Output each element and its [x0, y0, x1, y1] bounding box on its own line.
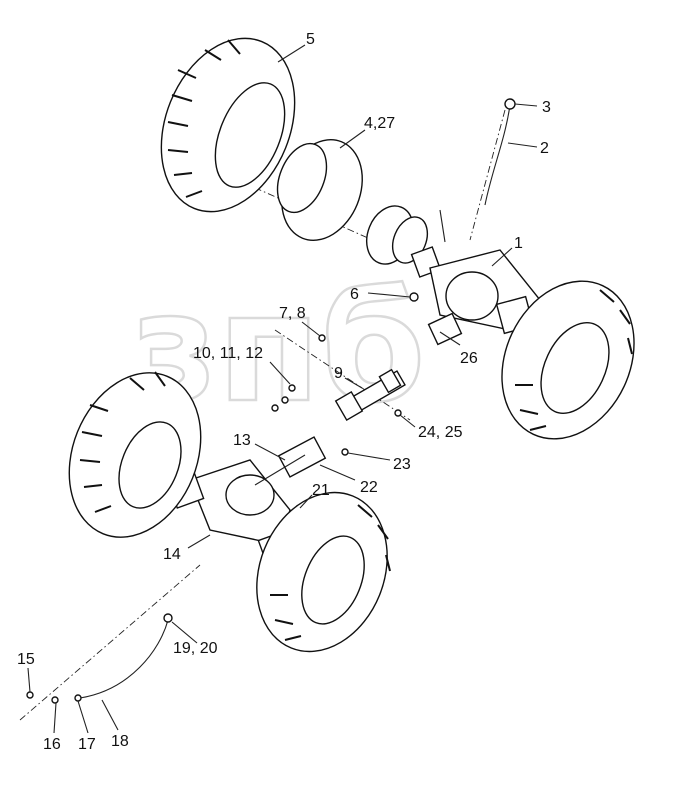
- rim-exploded: [276, 139, 363, 241]
- callout-10-11-12: 10, 11, 12: [193, 345, 263, 362]
- callout-17: 17: [78, 736, 96, 753]
- callout-6: 6: [350, 286, 359, 303]
- tire-top-exploded: [160, 37, 296, 213]
- tire-front-left: [68, 371, 202, 538]
- leader-lines: [27, 44, 538, 734]
- callout-9: 9: [334, 365, 343, 382]
- callout-14: 14: [163, 546, 181, 563]
- fitting-6: [409, 292, 419, 302]
- callout-2: 2: [540, 140, 549, 157]
- callout-3: 3: [542, 99, 551, 116]
- tire-front-right: [256, 491, 391, 653]
- callout-5: 5: [306, 31, 315, 48]
- callout-13: 13: [233, 432, 251, 449]
- callout-4-27: 4,27: [364, 115, 395, 132]
- callout-1: 1: [514, 235, 523, 252]
- callout-labels: 5 3 4,27 2 1 6 7, 8 10, 11, 12 26 9 24, …: [17, 31, 551, 753]
- callout-23: 23: [393, 456, 411, 473]
- callout-21: 21: [312, 482, 330, 499]
- fasteners: [271, 334, 402, 456]
- wheel-hub-assembly: [366, 205, 446, 278]
- callout-18: 18: [111, 733, 129, 750]
- brake-line-rear: [484, 98, 516, 206]
- tire-rear-right: [501, 280, 635, 440]
- callout-22: 22: [360, 479, 378, 496]
- callout-7-8: 7, 8: [279, 305, 306, 322]
- callout-16: 16: [43, 736, 61, 753]
- callout-24-25: 24, 25: [418, 424, 463, 441]
- callout-26: 26: [460, 350, 478, 367]
- callout-15: 15: [17, 651, 35, 668]
- brake-line-front: [26, 613, 173, 704]
- propeller-shaft: [334, 368, 406, 421]
- callout-19-20: 19, 20: [173, 640, 218, 657]
